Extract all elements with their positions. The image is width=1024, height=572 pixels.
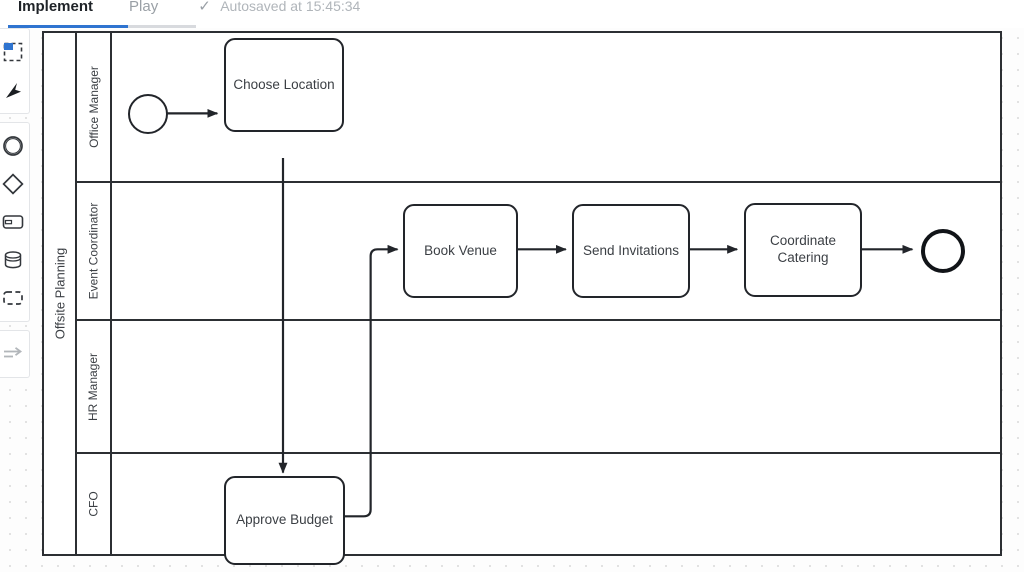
task-rectangle-icon[interactable]: [0, 203, 29, 241]
pool-label: Offsite Planning: [52, 247, 68, 340]
lane-label-hr-manager: HR Manager: [86, 352, 101, 421]
palette-group-shapes: [0, 122, 30, 322]
lane-header-cfo[interactable]: CFO: [77, 454, 112, 554]
lane-label-event-coordinator: Event Coordinator: [86, 202, 101, 300]
palette-group-tools: [0, 28, 30, 114]
pool-header[interactable]: Offsite Planning: [44, 33, 77, 554]
tab-implement-label: Implement: [18, 0, 94, 15]
task-choose-location-label: Choose Location: [233, 76, 335, 92]
autosave-status: ✓ Autosaved at 15:45:34: [198, 0, 360, 14]
task-choose-location[interactable]: Choose Location: [224, 38, 344, 132]
lane-hr-manager[interactable]: HR Manager: [77, 319, 1000, 452]
palette-group-flow: [0, 330, 30, 378]
start-event[interactable]: [128, 94, 168, 134]
lane-header-office-manager[interactable]: Office Manager: [77, 33, 112, 181]
lasso-select-icon[interactable]: [0, 33, 29, 71]
tab-list: Implement Play ✓ Autosaved at 15:45:34: [0, 0, 360, 26]
start-event-icon[interactable]: [0, 127, 29, 165]
top-tab-bar: Implement Play ✓ Autosaved at 15:45:34: [0, 0, 1024, 28]
tab-implement[interactable]: Implement: [0, 0, 111, 26]
tab-active-underline: [8, 25, 128, 28]
task-approve-budget[interactable]: Approve Budget: [224, 476, 345, 565]
lane-label-office-manager: Office Manager: [86, 66, 101, 148]
gateway-diamond-icon[interactable]: [0, 165, 29, 203]
task-book-venue-label: Book Venue: [424, 242, 497, 258]
lane-container: Office Manager Event Coordinator HR Mana…: [77, 33, 1000, 554]
end-event[interactable]: [921, 229, 965, 273]
task-send-invitations[interactable]: Send Invitations: [572, 204, 690, 298]
task-approve-budget-label: Approve Budget: [236, 512, 333, 528]
lane-cfo[interactable]: CFO: [77, 452, 1000, 554]
task-coordinate-catering-label: Coordinate Catering: [769, 233, 837, 265]
check-icon: ✓: [198, 0, 211, 15]
shape-palette: [0, 28, 30, 378]
lane-label-cfo: CFO: [86, 491, 101, 517]
sequence-flow-icon[interactable]: [0, 335, 29, 373]
expanded-subprocess-icon[interactable]: [0, 279, 29, 317]
data-store-icon[interactable]: [0, 241, 29, 279]
task-coordinate-catering[interactable]: Coordinate Catering: [744, 203, 862, 297]
cursor-arrow-icon[interactable]: [0, 71, 29, 109]
diagram-canvas[interactable]: Offsite Planning Office Manager Event Co…: [0, 28, 1024, 572]
lane-office-manager[interactable]: Office Manager: [77, 33, 1000, 181]
lane-header-hr-manager[interactable]: HR Manager: [77, 321, 112, 452]
autosave-label: Autosaved at 15:45:34: [220, 0, 361, 14]
lane-header-event-coordinator[interactable]: Event Coordinator: [77, 183, 112, 319]
pool-offsite-planning[interactable]: Offsite Planning Office Manager Event Co…: [42, 31, 1002, 565]
lane-event-coordinator[interactable]: Event Coordinator: [77, 181, 1000, 319]
tab-play-label: Play: [129, 0, 159, 15]
task-send-invitations-label: Send Invitations: [582, 242, 680, 258]
task-book-venue[interactable]: Book Venue: [403, 204, 518, 298]
tab-play[interactable]: Play: [111, 0, 176, 26]
